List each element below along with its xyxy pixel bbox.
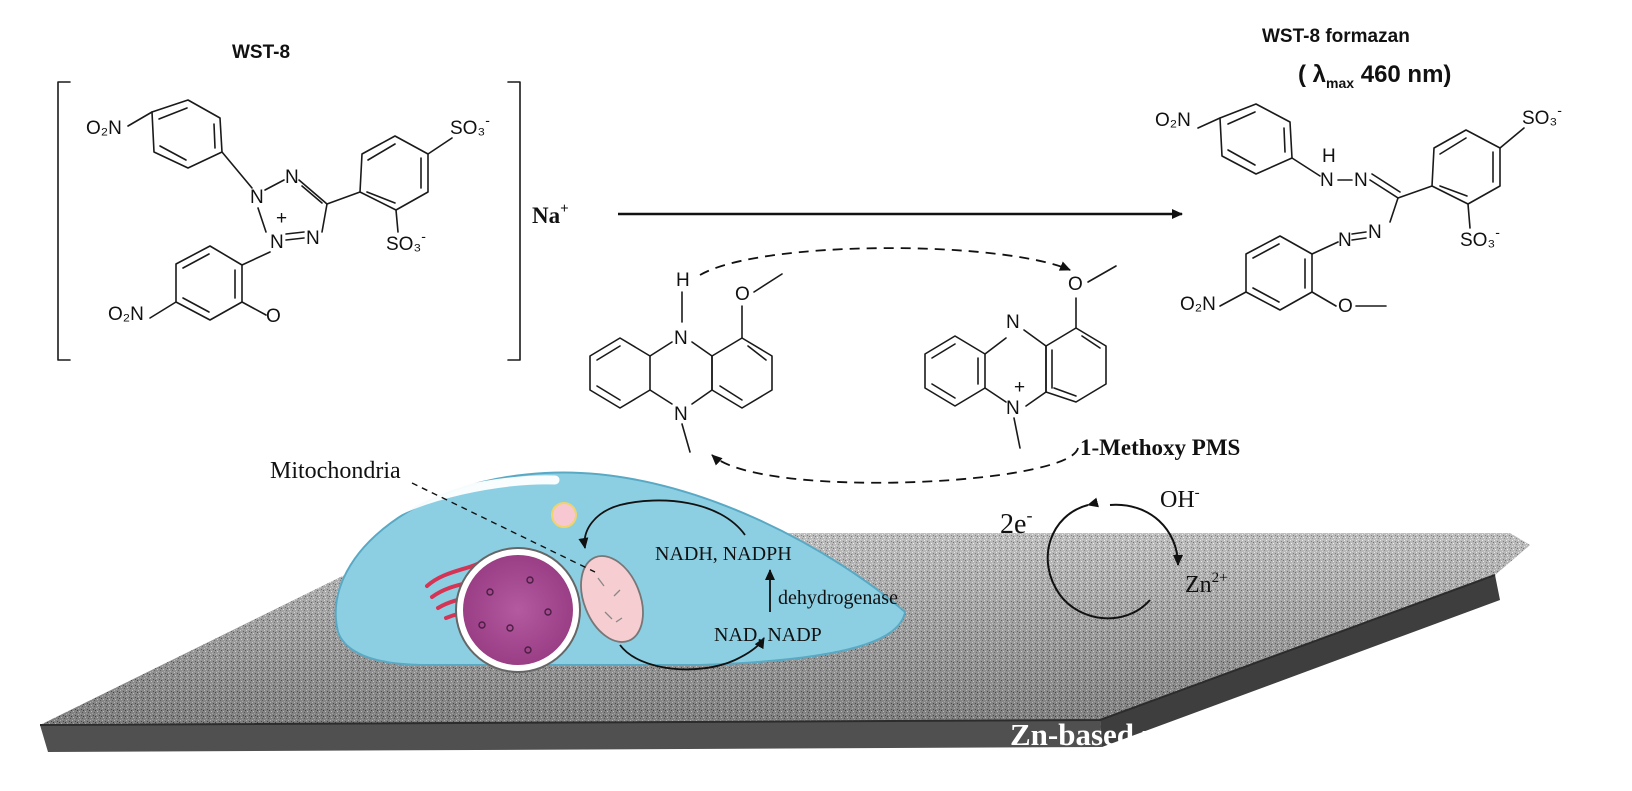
- tetrazole-n4: N: [306, 228, 320, 249]
- phenoxide-o: O: [266, 306, 281, 327]
- sodium-counter-ion: Na+: [532, 201, 569, 228]
- oxidized-mediator-structure: N N + O 1-Methoxy PMS: [924, 265, 1240, 460]
- formazan-azo-n1: N: [1368, 222, 1382, 243]
- wst8-title: WST-8: [232, 42, 290, 63]
- wst8-structure: WST-8 O₂N N + N N N SO₃- SO₃-: [57, 42, 569, 361]
- pms-n: N: [1006, 312, 1020, 333]
- formazan-title: WST-8 formazan: [1262, 26, 1410, 47]
- formazan-o2n-bottom: O₂N: [1180, 294, 1216, 315]
- electrons-label: 2e-: [1000, 505, 1032, 540]
- formazan-h: H: [1322, 146, 1336, 167]
- nadh-label: NADH, NADPH: [655, 543, 792, 565]
- reduced-methoxy-o: O: [735, 284, 750, 305]
- mediator-reduction-arrow: [711, 447, 1079, 484]
- so3-ortho-right: SO₃-: [1460, 224, 1500, 251]
- reduced-h: H: [676, 270, 690, 291]
- formazan-nh: N: [1320, 170, 1334, 191]
- so3-top-left: SO₃-: [450, 112, 490, 139]
- tetrazole-n2: N: [250, 187, 264, 208]
- mediator-label: 1-Methoxy PMS: [1080, 435, 1240, 460]
- tetrazole-n1: N: [270, 232, 284, 253]
- pms-methoxy-o: O: [1068, 274, 1083, 295]
- formazan-lambda: ( λmax 460 nm): [1298, 61, 1451, 91]
- pms-n-plus: N: [1006, 398, 1020, 419]
- o2n-bottom: O₂N: [108, 304, 144, 325]
- matrix-label: Zn-based matrix: [1010, 717, 1232, 752]
- so3-ortho-left: SO₃-: [386, 228, 426, 255]
- mediator-oxidation-arrow: [699, 247, 1071, 276]
- cell: [334, 471, 907, 673]
- hydroxide-label: OH-: [1160, 485, 1200, 513]
- mitochondria-label: Mitochondria: [270, 458, 401, 484]
- nadh-cycle: NADH, NADPH NAD, NADP dehydrogenase: [578, 499, 898, 671]
- zinc-ion-label: Zn2+: [1185, 570, 1228, 598]
- tetrazole-n3: N: [285, 167, 299, 188]
- reduced-n-methyl: N: [674, 404, 688, 425]
- left-bracket-close: [507, 81, 521, 361]
- formazan-n-double: N: [1354, 170, 1368, 191]
- pms-plus: +: [1014, 377, 1025, 398]
- zinc-corrosion-cycle: 2e- OH- Zn2+: [1000, 485, 1228, 620]
- formazan-o2n-top: O₂N: [1155, 110, 1191, 131]
- formazan-methoxy-o: O: [1338, 296, 1353, 317]
- tetrazole-plus: +: [276, 208, 287, 229]
- reduced-mediator-structure: N H N O: [589, 270, 783, 453]
- nad-label: NAD, NADP: [714, 624, 822, 646]
- dehydrogenase-label: dehydrogenase: [778, 587, 898, 609]
- reduced-nh: N: [674, 328, 688, 349]
- so3-top-right: SO₃-: [1522, 102, 1562, 129]
- vesicle: [551, 502, 577, 528]
- o2n-top: O₂N: [86, 118, 122, 139]
- formazan-azo-n2: N: [1338, 230, 1352, 251]
- nucleus: [455, 547, 581, 673]
- formazan-structure: WST-8 formazan ( λmax 460 nm) O₂N H N N …: [1155, 26, 1562, 317]
- mitochondrion: [580, 555, 644, 643]
- left-bracket-open: [57, 81, 71, 361]
- mitochondria-pointer: [411, 482, 596, 573]
